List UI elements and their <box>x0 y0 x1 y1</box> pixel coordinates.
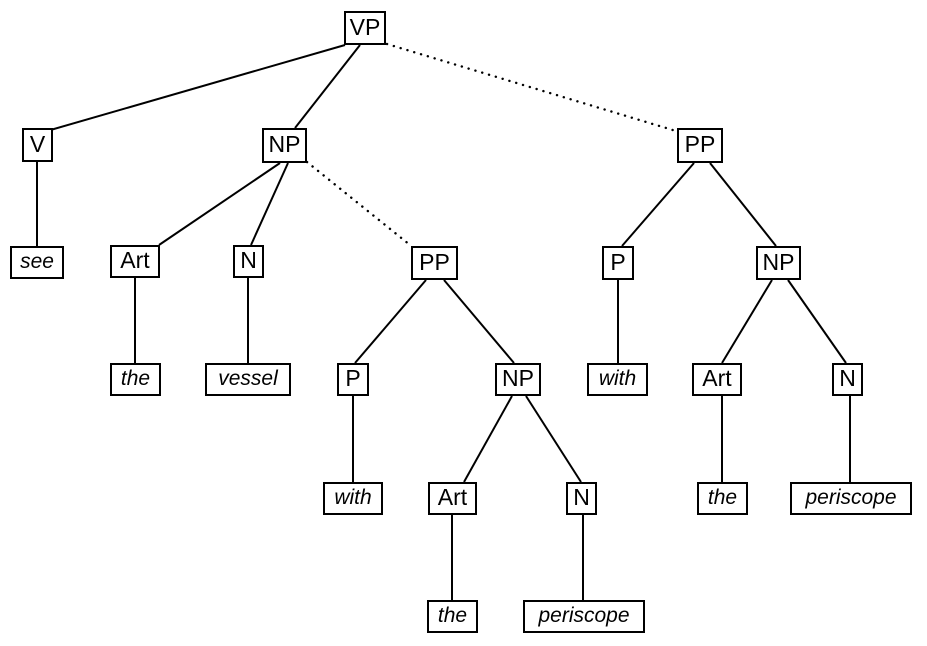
tree-edge-np_hi-to-n_hi <box>787 279 847 364</box>
node-label: the <box>707 486 738 509</box>
tree-edge-np1-to-n1 <box>250 162 289 246</box>
tree-edge-pp_lo-to-p_lo <box>354 279 427 364</box>
tree-node-p_hi: P <box>602 246 634 280</box>
tree-leaf-with_lo: with <box>323 482 383 515</box>
node-label: PP <box>419 248 450 275</box>
tree-leaf-persc_hi: periscope <box>790 482 912 515</box>
tree-leaf-vessel: vessel <box>205 363 291 396</box>
tree-leaf-persc_lo: periscope <box>523 600 645 633</box>
node-label: V <box>29 130 46 157</box>
node-label: the <box>437 604 468 627</box>
tree-node-pp_lo: PP <box>411 246 458 280</box>
node-label: NP <box>762 248 795 275</box>
tree-node-n_hi: N <box>832 363 863 396</box>
tree-node-art1: Art <box>110 245 160 278</box>
tree-node-v: V <box>22 128 53 162</box>
tree-node-art_lo: Art <box>428 482 477 515</box>
node-label: N <box>839 365 856 391</box>
tree-node-pp_hi: PP <box>677 128 723 163</box>
node-label: vessel <box>218 367 278 390</box>
tree-node-p_lo: P <box>337 363 369 396</box>
tree-edge-pp_hi-to-np_hi <box>709 162 777 247</box>
tree-edge-np_lo-to-n_lo <box>525 395 582 483</box>
tree-node-n1: N <box>233 245 264 278</box>
tree-edge-np_hi-to-art_hi <box>721 279 773 364</box>
node-label: see <box>20 250 54 273</box>
node-label: periscope <box>538 604 630 627</box>
tree-node-np_hi: NP <box>756 246 801 280</box>
tree-edge-vp-to-np1 <box>294 44 361 129</box>
tree-node-np_lo: NP <box>495 363 541 396</box>
tree-edge-np1-to-art1 <box>158 162 281 246</box>
tree-leaf-the_hi: the <box>697 482 748 515</box>
node-label: Art <box>437 484 468 510</box>
node-label: NP <box>502 365 534 391</box>
node-label: the <box>120 367 151 390</box>
node-label: with <box>598 367 637 390</box>
node-label: VP <box>349 13 381 40</box>
tree-node-np1: NP <box>262 128 307 163</box>
tree-node-vp: VP <box>344 11 386 45</box>
tree-leaf-the_lo: the <box>427 600 478 633</box>
node-label: PP <box>684 131 716 157</box>
node-label: N <box>240 247 257 273</box>
node-label: periscope <box>805 486 897 509</box>
tree-edge-pp_hi-to-p_hi <box>621 162 695 247</box>
node-label: Art <box>702 365 732 391</box>
node-label: P <box>610 248 626 275</box>
tree-leaf-with_hi: with <box>587 363 648 396</box>
node-label: with <box>334 486 372 509</box>
node-label: P <box>345 365 361 391</box>
tree-edge-pp_lo-to-np_lo <box>443 279 515 364</box>
tree-edge-vp-to-pp_hi <box>385 42 678 133</box>
tree-node-art_hi: Art <box>692 363 742 396</box>
node-label: NP <box>268 131 301 157</box>
tree-edge-np1-to-pp_lo <box>305 160 412 247</box>
tree-node-n_lo: N <box>566 482 597 515</box>
tree-edge-vp-to-v <box>46 44 346 132</box>
tree-leaf-the1: the <box>110 363 161 396</box>
tree-edge-np_lo-to-art_lo <box>463 395 513 483</box>
node-label: N <box>573 484 590 510</box>
node-label: Art <box>120 247 150 273</box>
tree-leaf-see: see <box>10 246 64 279</box>
